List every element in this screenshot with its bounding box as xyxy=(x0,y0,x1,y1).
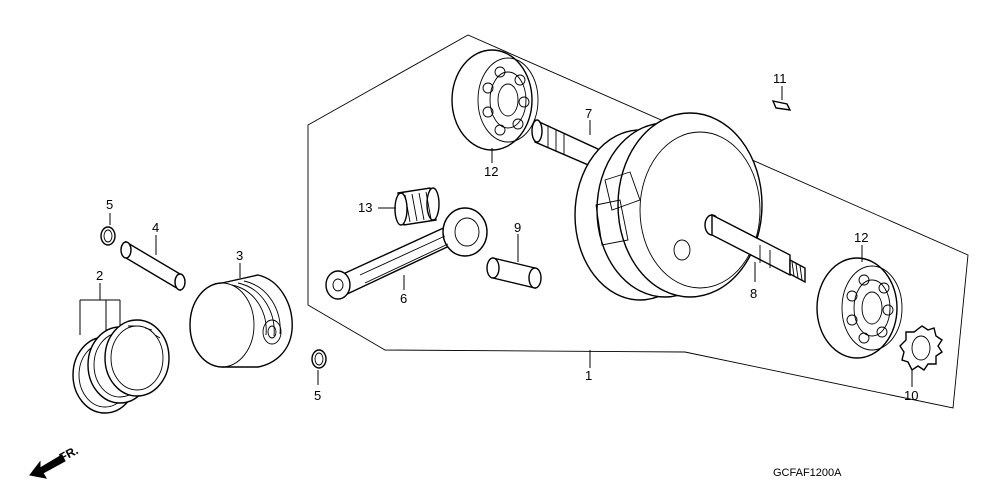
crankshaft-left-shaft[interactable] xyxy=(531,118,601,172)
piston-pin-clip-lower[interactable] xyxy=(311,349,327,369)
callout-8: 8 xyxy=(750,286,757,301)
piston-pin[interactable] xyxy=(120,240,186,292)
bearing-lower[interactable] xyxy=(816,257,903,359)
piston-rings[interactable] xyxy=(72,319,170,414)
assembly-boundary xyxy=(307,34,969,409)
callout-2: 2 xyxy=(96,268,103,283)
callout-3: 3 xyxy=(236,248,243,263)
callout-12-lower: 12 xyxy=(854,230,868,245)
callout-4: 4 xyxy=(152,220,159,235)
needle-bearing[interactable] xyxy=(394,187,440,226)
diagram-code: GCFAF1200A xyxy=(773,467,842,479)
crank-pin[interactable] xyxy=(486,257,542,289)
front-direction-indicator: FR. xyxy=(29,443,80,479)
callout-10: 10 xyxy=(904,388,918,403)
crank-flywheel[interactable] xyxy=(574,112,763,301)
callout-9: 9 xyxy=(514,220,521,235)
callout-12-upper: 12 xyxy=(484,164,498,179)
timing-gear[interactable] xyxy=(899,325,943,372)
bearing-upper[interactable] xyxy=(451,49,539,151)
callout-13: 13 xyxy=(358,200,372,215)
callout-6: 6 xyxy=(400,291,407,306)
woodruff-key[interactable] xyxy=(771,100,792,111)
callout-1: 1 xyxy=(585,368,592,383)
piston[interactable] xyxy=(189,274,293,368)
leader-lines xyxy=(79,86,913,387)
piston-pin-clip-upper[interactable] xyxy=(100,226,116,246)
crankshaft-right-shaft[interactable] xyxy=(704,213,806,284)
callout-11: 11 xyxy=(773,71,787,86)
connecting-rod[interactable] xyxy=(325,207,488,300)
callout-7: 7 xyxy=(585,106,592,121)
callout-5-upper: 5 xyxy=(106,197,113,212)
callout-5-lower: 5 xyxy=(314,388,321,403)
front-arrow-icon xyxy=(29,454,66,479)
